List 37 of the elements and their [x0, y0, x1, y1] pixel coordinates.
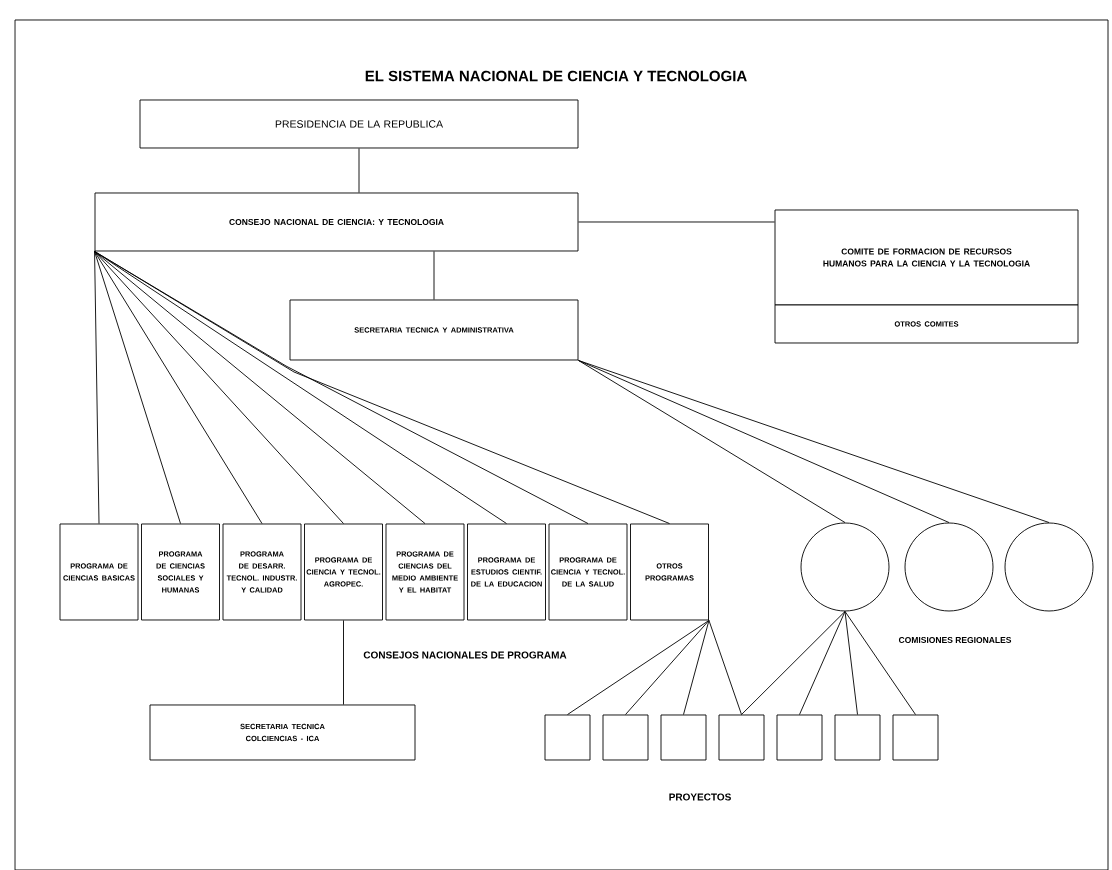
connector-line [844, 611, 916, 715]
diagram-title: EL SISTEMA NACIONAL DE CIENCIA Y TECNOLOGIA [365, 70, 747, 82]
project-box [834, 714, 881, 761]
project-box [776, 714, 823, 761]
connector-line [708, 620, 742, 715]
project-box [544, 714, 591, 761]
group-label: CONSEJOS NACIONALES DE PROGRAMA [363, 651, 567, 659]
connector-line [683, 620, 710, 715]
connector-line [625, 620, 710, 715]
connector-line [799, 611, 846, 715]
project-box [718, 714, 765, 761]
connector-line [578, 360, 1050, 523]
connector-line [94, 251, 507, 524]
project-box [602, 714, 649, 761]
connector-line [578, 360, 846, 523]
connector-line [578, 221, 775, 223]
group-label: COMISIONES REGIONALES [898, 637, 1012, 643]
connector-line [578, 360, 950, 523]
org-box: CONSEJO NACIONAL DE CIENCIA: Y TECNOLOGIA [94, 192, 579, 252]
circle [800, 522, 890, 612]
connector-line [433, 251, 435, 300]
connector-line [94, 251, 263, 524]
connector-line [343, 620, 344, 705]
connector-line [94, 251, 100, 524]
connector-line [567, 620, 710, 715]
connector-line [358, 148, 360, 193]
connector-line [94, 251, 181, 524]
circle [1004, 522, 1094, 612]
org-box: PRESIDENCIA DE LA REPUBLICA [139, 99, 579, 149]
connector-line [844, 611, 858, 715]
project-box [892, 714, 939, 761]
connector-line [94, 251, 344, 524]
connector-line [94, 251, 426, 524]
group-label: PROYECTOS [669, 793, 731, 801]
project-box [660, 714, 707, 761]
circle [904, 522, 994, 612]
connector-line [741, 611, 846, 715]
